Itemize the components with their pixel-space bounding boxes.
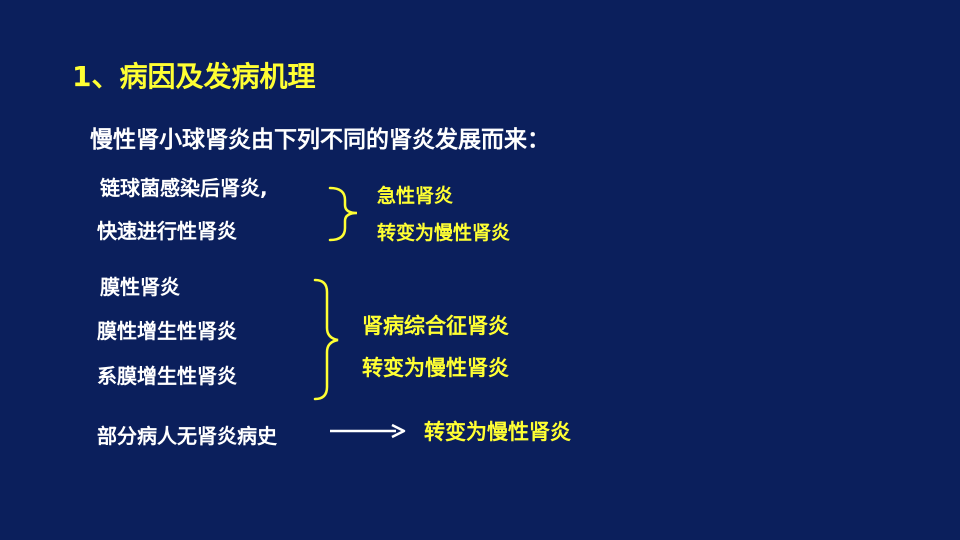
- cause-streptococcal-nephritis: 链球菌感染后肾炎,: [100, 176, 268, 200]
- cause-membranoproliferative-nephritis: 膜性增生性肾炎: [97, 319, 237, 343]
- cause-no-nephritis-history: 部分病人无肾炎病史: [97, 424, 277, 448]
- cause-rapidly-progressive-nephritis: 快速进行性肾炎: [97, 219, 237, 243]
- slide-title: 1、病因及发病机理: [72, 60, 316, 93]
- outcome-chronic-nephritis-1: 转变为慢性肾炎: [377, 222, 511, 244]
- outcome-chronic-nephritis-2: 转变为慢性肾炎: [362, 356, 509, 380]
- arrow-head-icon: [391, 423, 406, 439]
- outcome-nephrotic-syndrome-nephritis: 肾病综合征肾炎: [362, 314, 509, 338]
- outcome-chronic-nephritis-3: 转变为慢性肾炎: [424, 420, 571, 444]
- brace-group2-icon: [313, 278, 339, 401]
- brace-group1-icon: [328, 186, 358, 242]
- outcome-acute-nephritis: 急性肾炎: [377, 185, 454, 207]
- cause-membranous-nephritis: 膜性肾炎: [100, 275, 180, 299]
- slide-subtitle: 慢性肾小球肾炎由下列不同的肾炎发展而来：: [90, 127, 550, 153]
- cause-mesangial-proliferative-nephritis: 系膜增生性肾炎: [97, 364, 237, 388]
